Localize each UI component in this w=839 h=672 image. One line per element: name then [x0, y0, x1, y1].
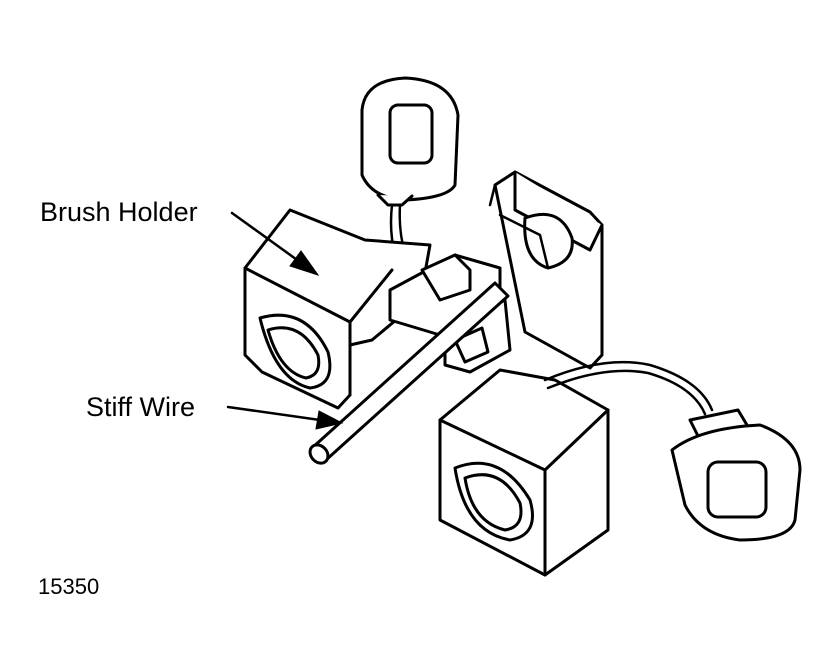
- left-brush-holder-block: [243, 208, 432, 410]
- figure-number: 15350: [38, 574, 100, 599]
- stiff-wire-label: Stiff Wire: [86, 392, 196, 422]
- upper-terminal-lug: [360, 76, 460, 207]
- brush-holder-label: Brush Holder: [40, 197, 198, 227]
- lower-terminal-lug: [670, 408, 802, 542]
- rear-brush-holder-block: [488, 170, 604, 370]
- stiff-wire-rod: [308, 281, 510, 465]
- brush-holder-arrow: [230, 211, 320, 276]
- stiff-wire-arrow: [226, 405, 344, 430]
- lower-pigtail-wire: [543, 360, 714, 416]
- front-brush-holder-block: [438, 368, 610, 577]
